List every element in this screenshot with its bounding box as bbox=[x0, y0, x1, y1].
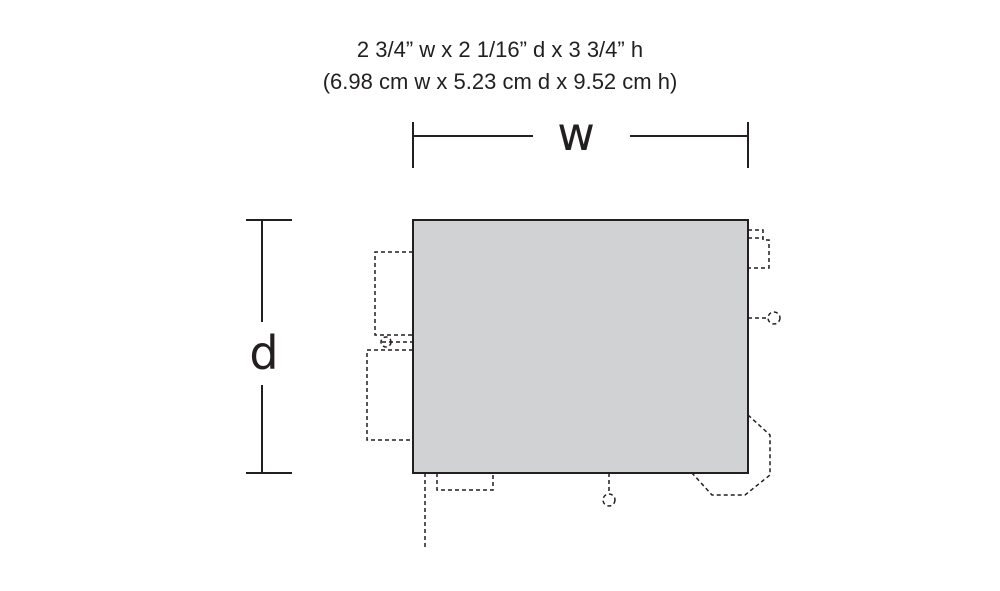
right-middle-circle bbox=[767, 311, 781, 325]
left-small-circle bbox=[380, 336, 392, 348]
depth-label: d bbox=[249, 326, 278, 380]
bottom-small-box bbox=[436, 473, 494, 491]
dashed-outlines bbox=[366, 229, 781, 548]
right-bottom-outline bbox=[691, 414, 771, 496]
footprint-box bbox=[412, 219, 749, 474]
imperial-dimensions: 2 3/4” w x 2 1/16” d x 3 3/4” h bbox=[356, 37, 644, 62]
left-lower-outline bbox=[366, 349, 413, 441]
depth-dimension bbox=[246, 219, 292, 474]
width-label: w bbox=[557, 107, 595, 161]
bottom-middle-circle bbox=[602, 493, 616, 507]
metric-dimensions: (6.98 cm w x 5.23 cm d x 9.52 cm h) bbox=[322, 69, 678, 94]
dimensions-caption: 2 3/4” w x 2 1/16” d x 3 3/4” h (6.98 cm… bbox=[0, 34, 1000, 98]
left-upper-outline bbox=[374, 251, 413, 336]
right-top-outline bbox=[748, 229, 770, 269]
width-dimension bbox=[412, 122, 749, 168]
